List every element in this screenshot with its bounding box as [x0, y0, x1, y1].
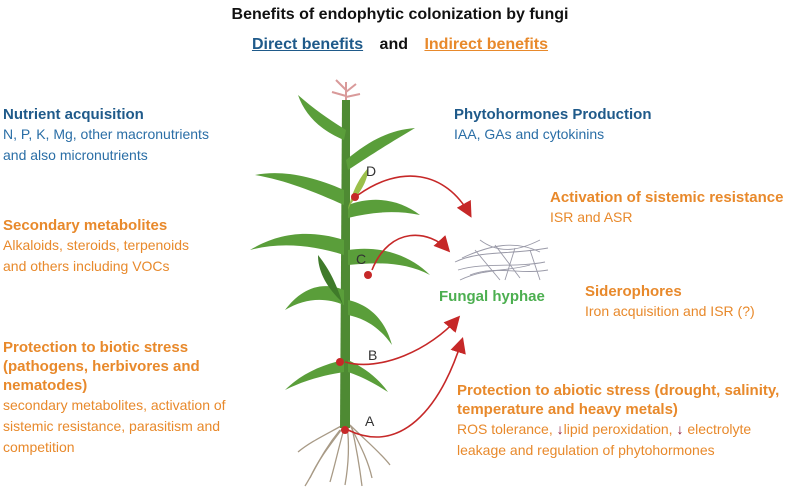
phyto-heading: Phytohormones Production: [454, 106, 652, 123]
abiotic-heading1: Protection to abiotic stress (drought, s…: [457, 382, 780, 399]
secondary-line1: Alkaloids, steroids, terpenoids: [3, 237, 189, 253]
legend-direct: Direct benefits: [251, 36, 364, 53]
biotic-heading1: Protection to biotic stress: [3, 339, 189, 356]
point-a-label: A: [365, 413, 375, 429]
leaves: [250, 95, 430, 392]
sistemic-line1: ISR and ASR: [550, 209, 633, 225]
abiotic-heading2: temperature and heavy metals): [457, 401, 678, 418]
legend-and: and: [379, 36, 408, 53]
biotic-line2: sistemic resistance, parasitism and: [3, 418, 221, 434]
biotic-heading2: (pathogens, herbivores and: [3, 358, 200, 375]
phyto-line1: IAA, GAs and cytokinins: [454, 126, 605, 142]
biotic-heading3: nematodes): [3, 377, 88, 394]
nutrient-heading: Nutrient acquisition: [3, 106, 144, 123]
biotic-line1: secondary metabolites, activation of: [3, 397, 226, 413]
abiotic-line2: leakage and regulation of phytohormones: [457, 442, 715, 458]
arrows: [344, 175, 472, 438]
fungal-hyphae-graphic: [454, 239, 549, 281]
abiotic-line1: ROS tolerance, ↓lipid peroxidation, ↓ el…: [457, 419, 779, 440]
abiotic-stress: Protection to abiotic stress (drought, s…: [457, 381, 779, 461]
roots: [297, 424, 391, 487]
phytohormones-production: Phytohormones Production IAA, GAs and cy…: [454, 105, 652, 145]
abiotic-line1a: ROS tolerance,: [457, 421, 553, 437]
point-b-label: B: [368, 347, 378, 363]
down-arrow-icon: ↓: [556, 421, 564, 437]
point-d-label: D: [366, 163, 377, 179]
nutrient-acquisition: Nutrient acquisition N, P, K, Mg, other …: [3, 105, 209, 166]
abiotic-line1c: electrolyte: [687, 421, 752, 437]
diagram-title: Benefits of endophytic colonization by f…: [231, 6, 569, 23]
nutrient-line2: and also micronutrients: [3, 147, 148, 163]
secondary-line2: and others including VOCs: [3, 258, 170, 274]
siderophores: Siderophores Iron acquisition and ISR (?…: [585, 282, 755, 322]
secondary-metabolites: Secondary metabolites Alkaloids, steroid…: [3, 216, 189, 277]
down-arrow-icon: ↓: [676, 421, 684, 437]
sidero-heading: Siderophores: [585, 283, 682, 300]
biotic-stress: Protection to biotic stress (pathogens, …: [3, 338, 226, 458]
sistemic-heading: Activation of sistemic resistance: [550, 189, 784, 206]
abiotic-line1b: lipid peroxidation,: [563, 421, 673, 437]
legend-indirect: Indirect benefits: [424, 36, 549, 53]
secondary-heading: Secondary metabolites: [3, 217, 168, 234]
nutrient-line1: N, P, K, Mg, other macronutrients: [3, 126, 209, 142]
colonization-points: [336, 193, 372, 434]
fungal-hyphae-label: Fungal hyphae: [439, 288, 545, 305]
tassel: [331, 79, 361, 100]
biotic-line3: competition: [3, 439, 75, 455]
sistemic-resistance: Activation of sistemic resistance ISR an…: [550, 188, 783, 228]
point-c-label: C: [356, 251, 367, 267]
sidero-line1: Iron acquisition and ISR (?): [585, 303, 755, 319]
legend: Direct benefits and Indirect benefits: [0, 36, 800, 54]
